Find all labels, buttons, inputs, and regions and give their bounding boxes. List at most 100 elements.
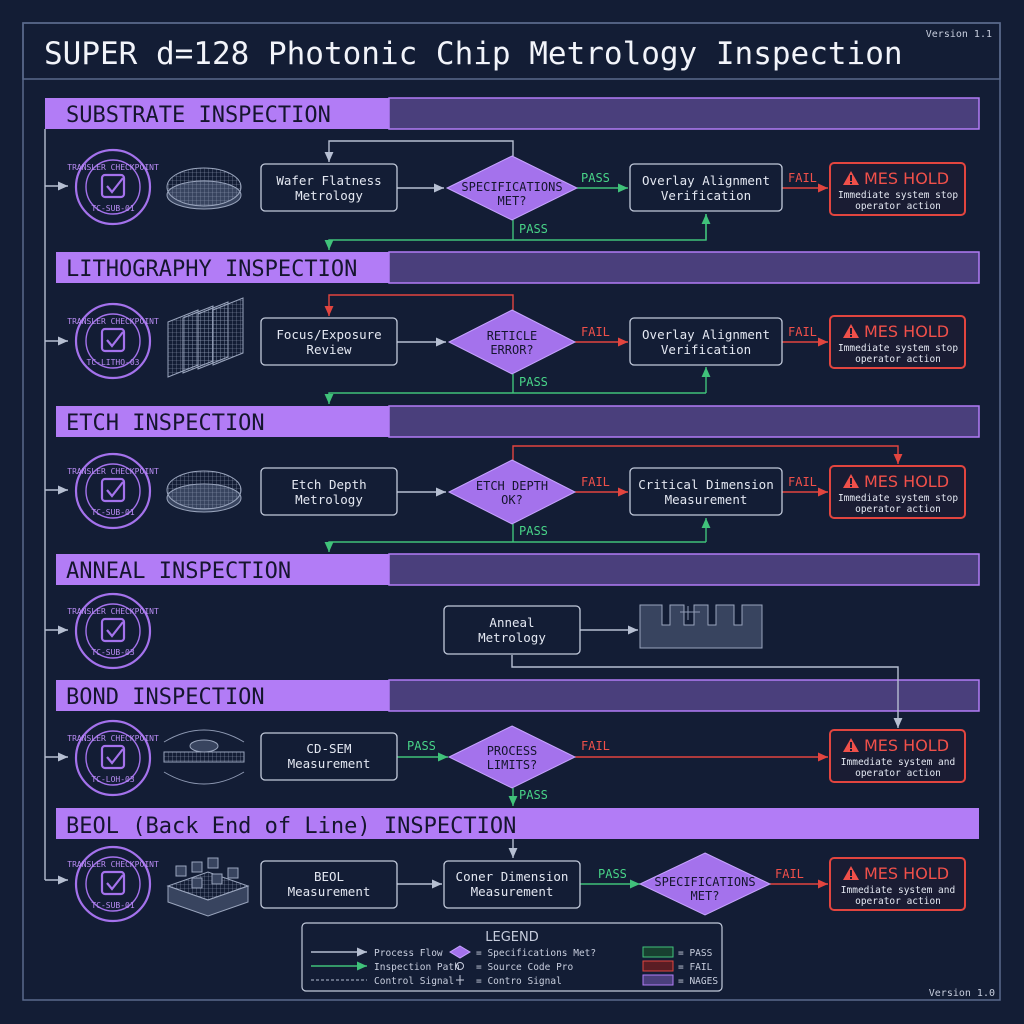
- mes-hold-title: MES HOLD: [864, 864, 949, 883]
- svg-text:Measurement: Measurement: [288, 884, 371, 899]
- fail-label-substrate: FAIL: [788, 171, 817, 185]
- fail-label-bond: FAIL: [581, 739, 610, 753]
- svg-text:Immediate system stop: Immediate system stop: [838, 190, 958, 201]
- pass-return-lithography: [324, 392, 706, 404]
- step-etch-depth[interactable]: Etch Depth Metrology: [260, 467, 398, 516]
- svg-text:Immediate system and: Immediate system and: [841, 885, 955, 896]
- svg-text:TRANSLER CHECKPOINT: TRANSLER CHECKPOINT: [67, 607, 159, 616]
- fail-label-lithography-1: FAIL: [581, 325, 610, 339]
- step-beol-measurement[interactable]: BEOL Measurement: [260, 860, 398, 909]
- legend-title: LEGEND: [485, 930, 538, 945]
- decision-reticle-error[interactable]: RETICLE ERROR?: [447, 309, 577, 375]
- svg-text:SPECIFICATIONS: SPECIFICATIONS: [461, 180, 562, 194]
- mes-hold-box-lithography[interactable]: MES HOLD Immediate system stop operator …: [829, 315, 966, 369]
- legend: LEGEND Process Flow Inspection Path Cont…: [301, 922, 723, 992]
- svg-text:Overlay Alignment: Overlay Alignment: [642, 173, 770, 188]
- legend-inspection-path: Inspection Path: [374, 962, 460, 973]
- section-title-etch: ETCH INSPECTION: [66, 411, 265, 436]
- wafer-illustration-substrate: [166, 167, 242, 210]
- legend-pass-swatch: [642, 946, 674, 958]
- step-cd-sem[interactable]: CD-SEM Measurement: [260, 732, 398, 781]
- legend-source-code: = Source Code Pro: [476, 962, 574, 973]
- svg-text:operator action: operator action: [855, 896, 941, 907]
- svg-text:Verification: Verification: [661, 188, 751, 203]
- section-title-bond: BOND INSPECTION: [66, 685, 265, 710]
- svg-text:Etch Depth: Etch Depth: [291, 477, 366, 492]
- section-band-substrate: SUBSTRATE INSPECTION: [45, 97, 980, 130]
- fail-label-etch-2: FAIL: [788, 475, 817, 489]
- svg-text:Review: Review: [306, 342, 352, 357]
- step-wafer-flatness[interactable]: Wafer Flatness Metrology: [260, 163, 398, 212]
- step-overlay-alignment-1[interactable]: Overlay Alignment Verification: [629, 163, 783, 212]
- svg-text:MET?: MET?: [691, 889, 720, 903]
- version-bottom: Version 1.0: [929, 988, 995, 999]
- section-band-beol: BEOL (Back End of Line) INSPECTION: [56, 808, 979, 839]
- checkpoint-stamp-beol: TRANSLER CHECKPOINT TC-SUB-01: [67, 845, 159, 923]
- decision-specifications-met-2[interactable]: SPECIFICATIONS MET?: [638, 852, 772, 916]
- mes-hold-box-etch[interactable]: MES HOLD Immediate system stop operator …: [829, 465, 966, 519]
- beol-stack-illustration: [166, 857, 250, 917]
- pass-label-substrate: PASS: [581, 171, 610, 185]
- title-frame: [22, 22, 1001, 80]
- feed-arrow-lithography: [324, 294, 514, 316]
- svg-text:Immediate system and: Immediate system and: [841, 757, 955, 768]
- legend-diamond-icon: [449, 945, 471, 959]
- section-band-etch: ETCH INSPECTION: [56, 405, 980, 438]
- legend-fail-swatch: [642, 960, 674, 972]
- decision-etch-depth-ok[interactable]: ETCH DEPTH OK?: [447, 459, 577, 525]
- step-focus-exposure[interactable]: Focus/Exposure Review: [260, 317, 398, 366]
- legend-cross-icon: [456, 975, 464, 985]
- step-overlay-alignment-2[interactable]: Overlay Alignment Verification: [629, 317, 783, 366]
- section-title-anneal: ANNEAL INSPECTION: [66, 559, 291, 584]
- step-anneal-metrology[interactable]: Anneal Metrology: [443, 605, 581, 655]
- mes-hold-title: MES HOLD: [864, 472, 949, 491]
- wafer-illustration-etch: [166, 470, 242, 513]
- legend-specifications: = Specifications Met?: [476, 948, 596, 959]
- fail-label-lithography-2: FAIL: [788, 325, 817, 339]
- svg-text:OK?: OK?: [501, 493, 523, 507]
- pass-return-etch: [324, 541, 706, 552]
- svg-text:Metrology: Metrology: [478, 630, 546, 645]
- svg-text:TC-LITHO-03: TC-LITHO-03: [87, 358, 140, 367]
- mes-hold-box-substrate[interactable]: MES HOLD Immediate system stop operator …: [829, 162, 966, 216]
- pass-label-beol: PASS: [598, 867, 627, 881]
- version-top: Version 1.1: [926, 29, 992, 40]
- svg-text:Coner Dimension: Coner Dimension: [456, 869, 569, 884]
- feed-arrow-etch: [512, 445, 903, 464]
- svg-text:TC-SUB-01: TC-SUB-01: [91, 204, 135, 213]
- svg-text:Wafer Flatness: Wafer Flatness: [276, 173, 381, 188]
- svg-text:TC-SUB-03: TC-SUB-03: [91, 648, 135, 657]
- svg-text:LIMITS?: LIMITS?: [487, 758, 538, 772]
- step-critical-dimension[interactable]: Critical Dimension Measurement: [629, 467, 783, 516]
- mes-hold-title: MES HOLD: [864, 736, 949, 755]
- legend-process-flow: Process Flow: [374, 948, 443, 959]
- legend-fail: = FAIL: [678, 962, 713, 973]
- svg-text:Measurement: Measurement: [665, 492, 748, 507]
- mes-hold-box-beol[interactable]: MES HOLD Immediate system and operator a…: [829, 857, 966, 911]
- svg-text:TRANSLER CHECKPOINT: TRANSLER CHECKPOINT: [67, 467, 159, 476]
- svg-text:operator action: operator action: [855, 504, 941, 515]
- section-band-anneal: ANNEAL INSPECTION: [56, 553, 980, 586]
- section-title-substrate: SUBSTRATE INSPECTION: [66, 103, 331, 128]
- legend-control-signal: Control Signal: [374, 976, 454, 987]
- step-coner-dimension[interactable]: Coner Dimension Measurement: [443, 860, 581, 909]
- pass-label-etch: PASS: [519, 524, 548, 538]
- checkpoint-stamp-anneal: TRANSLER CHECKPOINT TC-SUB-03: [67, 592, 159, 670]
- decision-specifications-met-1[interactable]: SPECIFICATIONS MET?: [445, 155, 579, 221]
- pass-label-bond-2: PASS: [519, 788, 548, 802]
- svg-text:Critical Dimension: Critical Dimension: [638, 477, 773, 492]
- svg-text:MET?: MET?: [498, 194, 527, 208]
- svg-text:operator action: operator action: [855, 354, 941, 365]
- checkpoint-stamp-lithography: TRANSLER CHECKPOINT TC-LITHO-03: [67, 302, 159, 380]
- legend-circle-icon: [456, 962, 464, 970]
- mes-hold-box-bond[interactable]: MES HOLD Immediate system and operator a…: [829, 729, 966, 783]
- svg-text:BEOL: BEOL: [314, 869, 344, 884]
- svg-text:Immediate system stop: Immediate system stop: [838, 493, 958, 504]
- svg-text:Anneal: Anneal: [489, 615, 534, 630]
- mes-hold-title: MES HOLD: [864, 322, 949, 341]
- svg-text:RETICLE: RETICLE: [487, 329, 538, 343]
- svg-text:Measurement: Measurement: [288, 756, 371, 771]
- decision-process-limits[interactable]: PROCESS LIMITS?: [447, 725, 577, 789]
- bond-interface-illustration: [163, 729, 245, 785]
